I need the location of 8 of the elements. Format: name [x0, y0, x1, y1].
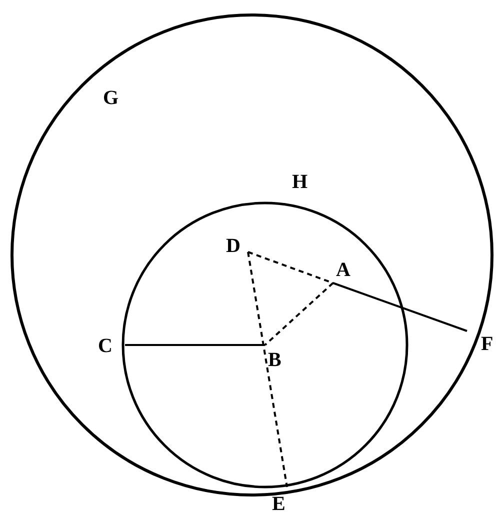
point-label: E [272, 494, 286, 514]
point-label: C [98, 336, 112, 356]
point-label: B [268, 350, 282, 370]
point-label: G [103, 88, 119, 108]
point-label: F [481, 334, 494, 354]
point-label: D [226, 236, 240, 256]
point-label: H [292, 172, 308, 192]
point-label: A [336, 260, 350, 280]
